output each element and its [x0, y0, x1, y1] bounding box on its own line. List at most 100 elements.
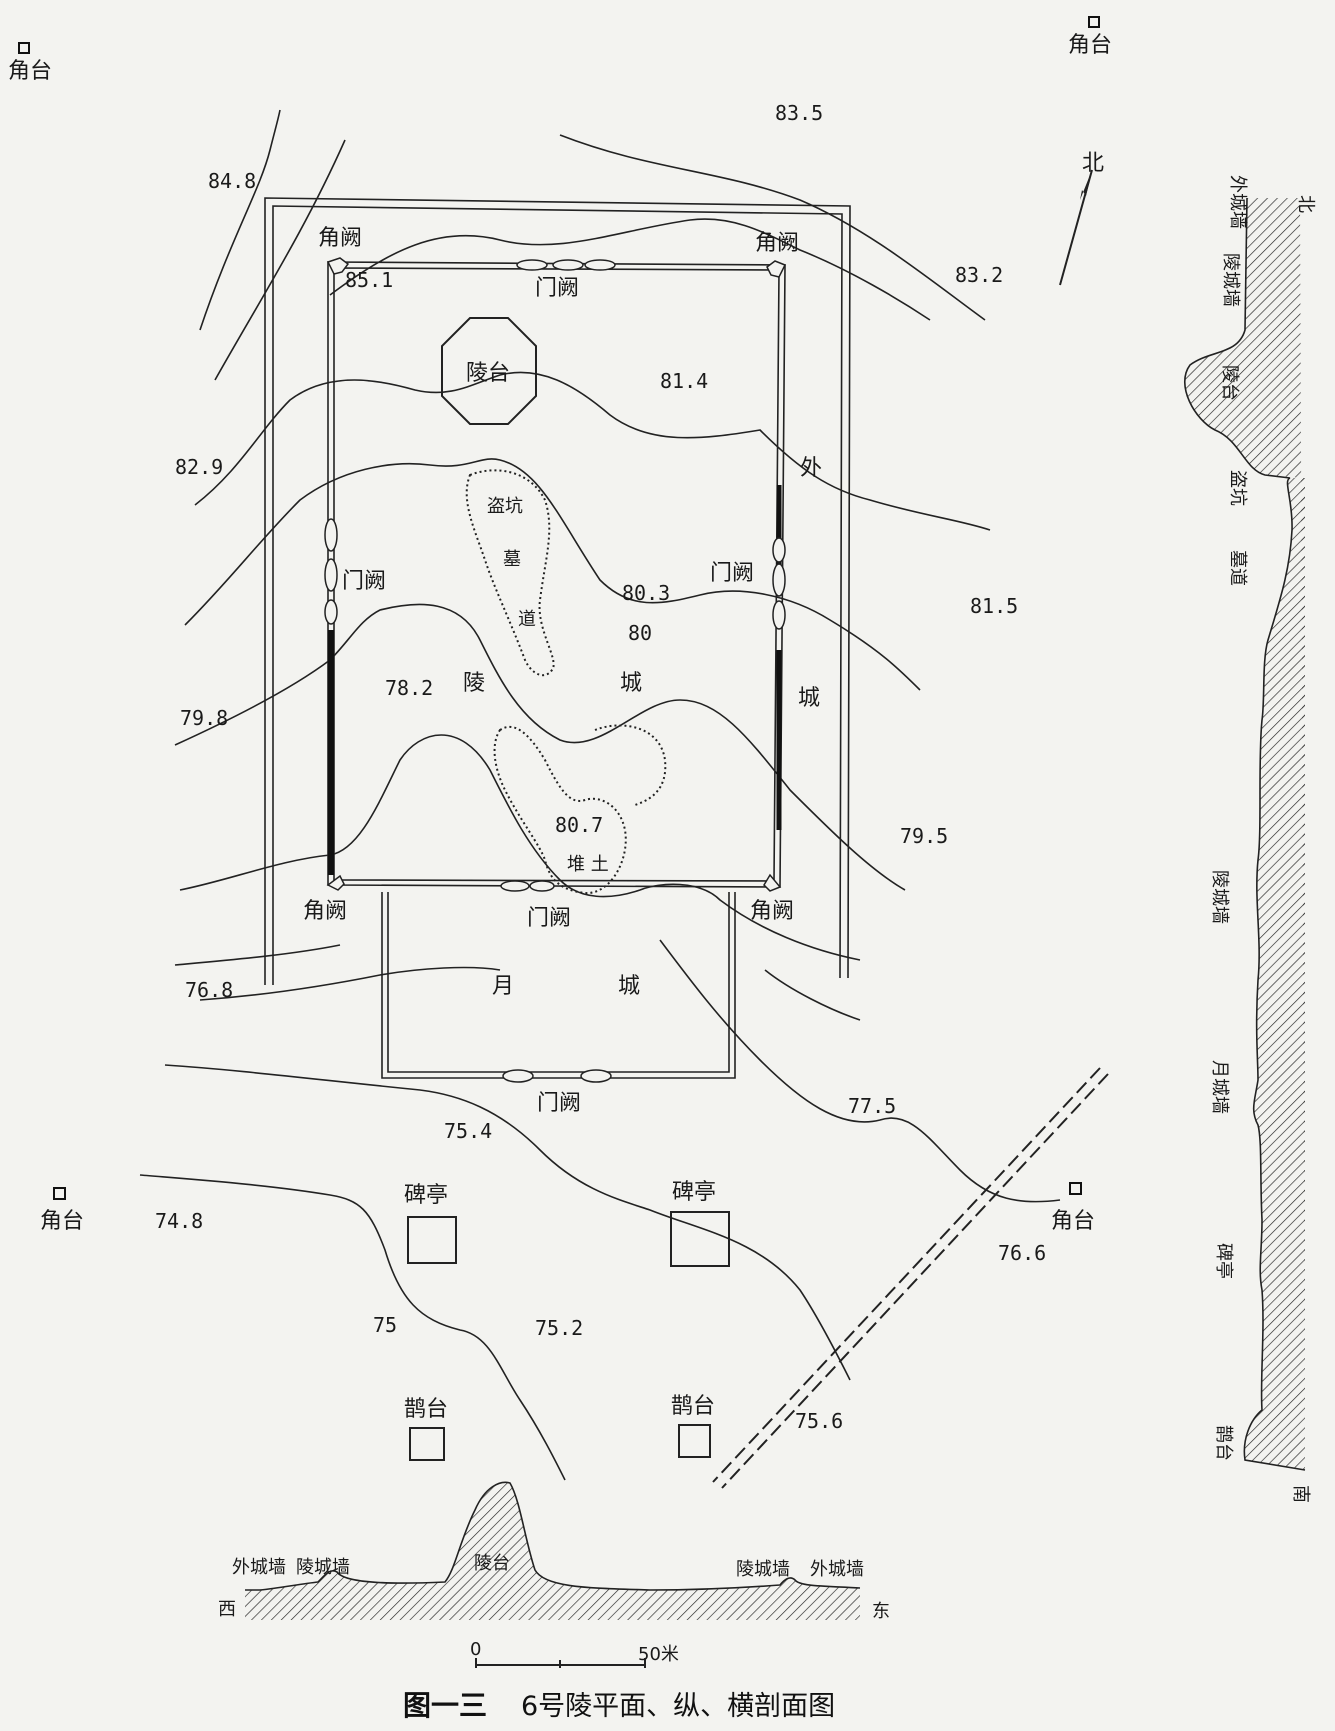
scale-fifty: 50米 [638, 1644, 679, 1665]
elevation-label: 75.2 [535, 1316, 583, 1340]
contour-line [139, 1174, 566, 1481]
scale-zero: 0 [470, 1639, 481, 1660]
contour-line [659, 939, 1061, 1203]
elevation-label: 75 [373, 1313, 397, 1337]
mound-label: 堆 土 [567, 854, 609, 875]
section-label: 陵城墙 [296, 1557, 350, 1578]
gate-tower-marks [324, 257, 787, 892]
elevation-label: 78.2 [385, 676, 433, 700]
elevation-label: 83.5 [775, 101, 823, 125]
elevation-label: 74.8 [155, 1209, 203, 1233]
corner-platform-icons [18, 16, 1100, 1200]
contour-line [174, 603, 906, 891]
elevation-label: 82.9 [175, 455, 223, 479]
gate-tower-label: 门阙 [527, 906, 571, 931]
gate-tower-label: 门阙 [342, 569, 386, 594]
corner-tower-label: 角阙 [303, 899, 347, 924]
section-label: 陵城墙 [1209, 870, 1230, 924]
looting-pit-passage-outline [465, 469, 555, 677]
north-label: 北 [1082, 151, 1104, 176]
contour-line [194, 371, 991, 531]
elevation-label: 85.1 [345, 268, 393, 292]
elevation-label: 80.7 [555, 813, 603, 837]
gate-tower-label: 门阙 [710, 561, 754, 586]
corner-tower-label: 角阙 [318, 226, 362, 251]
section-north-label: 北 [1295, 195, 1316, 213]
elevation-label: 76.8 [185, 978, 233, 1002]
contour-line [184, 458, 921, 691]
contour-line [199, 966, 501, 1001]
cross-section-labels: 西 东 外城墙 陵城墙 陵台 陵城墙 外城墙 [218, 1553, 890, 1622]
elevation-labels: 83.5 84.8 83.2 85.1 81.4 82.9 80.3 80 81… [155, 101, 1046, 1433]
section-label: 墓道 [1227, 550, 1248, 586]
moon-city-label: 城 [618, 974, 640, 999]
tomb-passage-label: 墓 [503, 549, 521, 570]
mausoleum-city-label: 城 [620, 671, 642, 696]
section-label: 陵城墙 [736, 1559, 790, 1580]
section-west-label: 西 [218, 1599, 236, 1620]
contour-lines [139, 109, 1061, 1481]
mound-outline [493, 725, 627, 895]
stele-pavilion-label: 碑亭 [404, 1183, 448, 1208]
contour-line [174, 944, 341, 966]
contour-line [164, 1064, 851, 1381]
stele-pavilion-label: 碑亭 [672, 1180, 716, 1205]
longitudinal-profile [1184, 198, 1305, 1440]
corner-platform-label: 角台 [1068, 33, 1112, 58]
corner-tower-label: 角阙 [750, 899, 794, 924]
looting-pit-label: 盗坑 [487, 496, 523, 517]
section-label: 鹊台 [1213, 1425, 1234, 1461]
elevation-label: 81.5 [970, 594, 1018, 618]
elevation-label: 80.3 [622, 581, 670, 605]
mound-trench [594, 724, 667, 806]
magpie-platform-label: 鹊台 [404, 1397, 448, 1422]
tomb-passage-label: 道 [518, 609, 536, 630]
outer-city-label: 城 [798, 686, 820, 711]
cross-section [245, 1481, 861, 1620]
contour-line [764, 969, 861, 1021]
corner-platform-label: 角台 [1051, 1209, 1095, 1234]
figure-title: 6号陵平面、纵、横剖面图 [521, 1691, 835, 1722]
elevation-label: 79.5 [900, 824, 948, 848]
elevation-label: 75.4 [444, 1119, 492, 1143]
section-south-label: 南 [1290, 1485, 1311, 1503]
section-label: 碑亭 [1213, 1243, 1234, 1279]
moon-city-label: 月 [492, 974, 514, 999]
figure-number: 图一三 [403, 1689, 487, 1722]
plan-labels: 角台 角台 角台 角台 角阙 角阙 角阙 角阙 门阙 门阙 门阙 门阙 门阙 陵… [8, 33, 1112, 1422]
small-buildings [407, 1211, 730, 1461]
tomb-platform-label: 陵台 [466, 361, 510, 386]
elevation-label: 79.8 [180, 706, 228, 730]
elevation-label: 77.5 [848, 1094, 896, 1118]
elevation-label: 81.4 [660, 369, 708, 393]
gate-tower-label: 门阙 [537, 1091, 581, 1116]
outer-city-label: 外 [800, 456, 822, 481]
gate-tower-label: 门阙 [535, 276, 579, 301]
section-label: 陵城墙 [1220, 253, 1241, 307]
scale-bar [475, 1658, 646, 1668]
tomb-platform-octagon [441, 317, 537, 425]
section-label: 外城墙 [1227, 175, 1248, 229]
diagonal-road [712, 1067, 1109, 1489]
outer-city-wall [264, 197, 851, 985]
elevation-label: 76.6 [998, 1241, 1046, 1265]
figure-caption: 图一三 6号陵平面、纵、横剖面图 [403, 1689, 835, 1722]
elevation-label: 80 [628, 621, 652, 645]
elevation-label: 75.6 [795, 1409, 843, 1433]
section-label: 外城墙 [232, 1557, 286, 1578]
corner-platform-label: 角台 [8, 59, 52, 84]
longitudinal-section [1184, 197, 1306, 1471]
corner-tower-label: 角阙 [755, 231, 799, 256]
section-label: 陵台 [1219, 365, 1240, 401]
corner-platform-label: 角台 [40, 1209, 84, 1234]
contour-line [214, 139, 346, 381]
scale-labels: 0 50米 [470, 1639, 679, 1665]
contour-line [329, 218, 931, 321]
section-label: 外城墙 [810, 1559, 864, 1580]
magpie-platform-label: 鹊台 [671, 1394, 715, 1419]
contour-line [199, 109, 281, 331]
section-label: 陵台 [474, 1553, 510, 1574]
elevation-label: 83.2 [955, 263, 1003, 287]
